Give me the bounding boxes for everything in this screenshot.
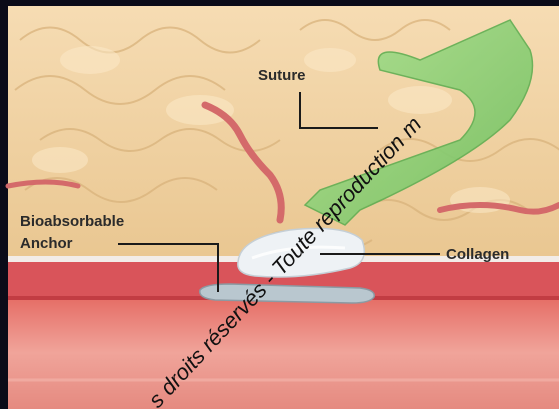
anchor-label: Anchor	[20, 235, 73, 252]
vessel-lumen	[8, 296, 559, 409]
collagen-label: Collagen	[446, 246, 509, 263]
suture-label: Suture	[258, 67, 306, 84]
bioabsorbable-label: Bioabsorbable	[20, 213, 124, 230]
